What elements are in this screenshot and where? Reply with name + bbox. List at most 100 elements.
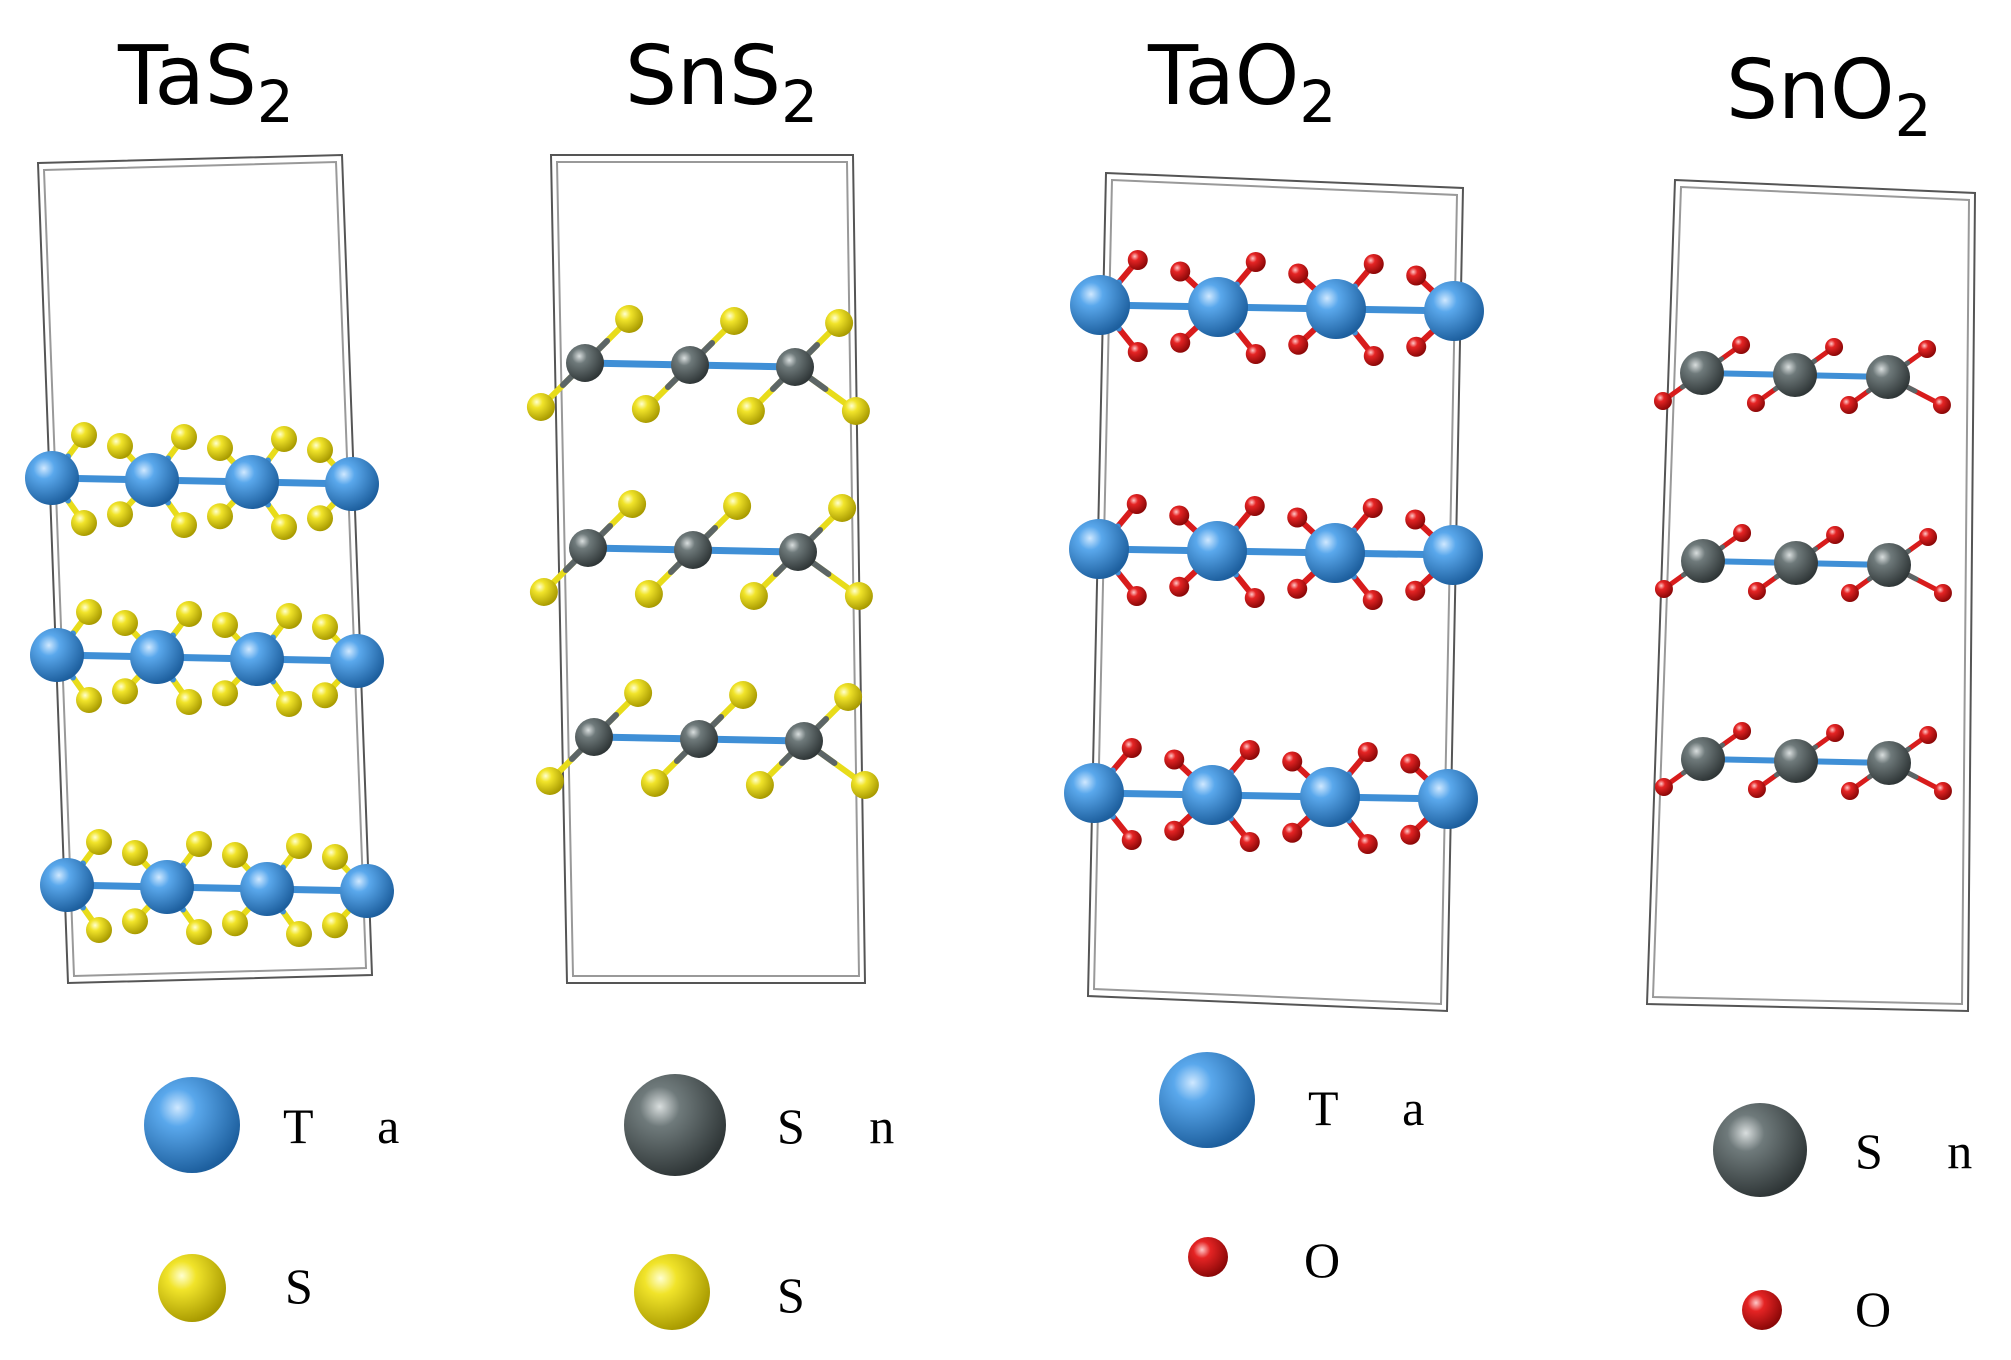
legend-sphere-sn — [1713, 1103, 1807, 1197]
ta-atom — [1305, 523, 1365, 583]
sn-atom — [779, 533, 817, 571]
s-atom — [271, 426, 297, 452]
o-atom — [1405, 580, 1426, 601]
o-atom — [1840, 584, 1859, 602]
unit-cell-tas2 — [36, 153, 374, 985]
s-atom — [736, 397, 765, 425]
s-atom — [171, 512, 197, 538]
o-atom — [1282, 751, 1303, 772]
s-atom — [107, 433, 133, 459]
ta-atom — [140, 860, 194, 914]
legend-label-tas2-metal: T a — [283, 1098, 425, 1154]
legend-sphere-ta — [144, 1077, 240, 1173]
s-atom — [850, 771, 879, 799]
layer-1 — [25, 422, 379, 540]
o-atom — [1287, 507, 1308, 528]
s-atom — [112, 610, 138, 636]
legend-label-sns2-metal: S n — [777, 1098, 920, 1154]
o-atom — [1164, 820, 1185, 841]
s-atom — [176, 689, 202, 715]
s-atom — [631, 395, 660, 423]
legend-sphere-s — [634, 1254, 710, 1330]
s-atom — [122, 840, 148, 866]
s-atom — [286, 921, 312, 947]
s-atom — [271, 514, 297, 540]
legend-sphere-ta — [1159, 1052, 1255, 1148]
s-atom — [212, 680, 238, 707]
o-atom — [1245, 344, 1266, 364]
s-atom — [76, 599, 102, 625]
s-atom — [207, 435, 233, 461]
ta-atom — [1306, 279, 1366, 339]
o-atom — [1357, 742, 1378, 762]
panel-atoms-sns2 — [526, 305, 879, 799]
s-atom — [307, 437, 333, 463]
s-atom — [312, 614, 338, 640]
ta-atom — [1300, 767, 1360, 827]
layer-3 — [40, 829, 394, 947]
o-atom — [1169, 576, 1190, 597]
unit-cell-sns2 — [549, 154, 867, 984]
s-atom — [529, 578, 558, 606]
sn-atom — [671, 346, 709, 384]
o-atom — [1733, 722, 1752, 740]
s-atom — [107, 501, 133, 528]
o-atom — [1919, 726, 1938, 744]
ta-atom — [125, 453, 179, 507]
o-atom — [1244, 588, 1265, 608]
legend-label-sns2-nonmetal: S — [777, 1267, 831, 1323]
s-atom — [615, 305, 644, 333]
s-atom — [212, 612, 238, 638]
ta-atom — [240, 862, 294, 916]
layer-3 — [535, 679, 879, 799]
o-atom — [1826, 724, 1845, 742]
o-atom — [1244, 496, 1265, 516]
s-atom — [841, 397, 870, 425]
sn-atom — [1681, 737, 1725, 781]
sn-atom — [776, 348, 814, 386]
o-atom — [1933, 584, 1952, 602]
ta-atom — [1070, 275, 1130, 335]
ta-atom — [40, 858, 94, 912]
sn-atom — [569, 529, 607, 567]
layer-2 — [1069, 494, 1483, 610]
layer-3 — [1064, 738, 1478, 854]
o-atom — [1170, 332, 1191, 353]
s-atom — [86, 829, 112, 855]
o-atom — [1363, 346, 1384, 366]
o-atom — [1164, 749, 1185, 770]
panel-atoms-tas2 — [25, 422, 394, 947]
s-atom — [112, 678, 138, 705]
s-atom — [834, 683, 863, 711]
legend-spheres — [144, 1052, 1807, 1330]
s-atom — [618, 490, 647, 518]
s-atom — [76, 687, 102, 713]
sn-atom — [674, 531, 712, 569]
s-atom — [186, 919, 212, 945]
sn-atom — [1773, 353, 1817, 397]
panel-title-sns2: SnS2 — [625, 29, 818, 136]
o-atom — [1747, 582, 1766, 600]
layer-1 — [526, 305, 870, 425]
s-atom — [86, 917, 112, 943]
layer-1 — [1653, 336, 1951, 414]
s-atom — [312, 682, 338, 709]
s-atom — [71, 510, 97, 536]
s-atom — [844, 582, 873, 610]
s-atom — [535, 767, 564, 795]
o-atom — [1362, 498, 1383, 518]
layer-2 — [1654, 524, 1952, 602]
s-atom — [222, 842, 248, 868]
o-atom — [1245, 252, 1266, 272]
o-atom — [1170, 261, 1191, 282]
o-atom — [1400, 824, 1421, 845]
o-atom — [1654, 580, 1673, 598]
s-atom — [286, 833, 312, 859]
legend-label-tao2-metal: T a — [1308, 1080, 1450, 1136]
o-atom — [1400, 753, 1421, 774]
o-atom — [1288, 263, 1309, 284]
o-atom — [1127, 342, 1148, 362]
atom-layers — [25, 250, 1952, 947]
s-atom — [745, 771, 774, 799]
ta-atom — [1188, 277, 1248, 337]
